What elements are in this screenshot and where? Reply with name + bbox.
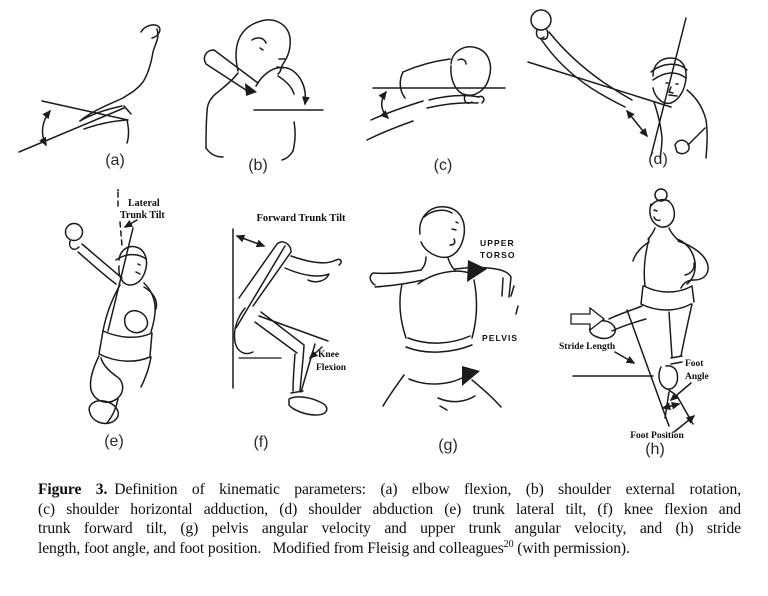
direction-block-arrow — [570, 306, 606, 332]
panel-tag-g: (g) — [438, 437, 458, 454]
shoulder-abduction-drawing — [527, 9, 708, 159]
panel-tag-a: (a) — [105, 152, 125, 169]
hair-bun — [654, 188, 668, 202]
lateral-trunk-tilt-label-line1: Lateral — [128, 198, 160, 209]
upper-torso-rotation-arrow — [417, 270, 473, 285]
caption-line-2: (c) shoulder horizontal adduction, (d) s… — [38, 500, 741, 518]
adduction-angle-arrow — [378, 90, 390, 120]
band-arrowhead — [245, 83, 257, 96]
pelvis-arrowhead — [462, 366, 480, 386]
caption-figure-label: Figure 3. — [38, 481, 108, 498]
foot-position-line — [676, 395, 694, 425]
panel-f-knee-flexion-forward-trunk-tilt: Forward Trunk Tilt Knee Flexion (f) — [232, 213, 347, 451]
cap — [650, 63, 688, 81]
panel-d-shoulder-abduction: (d) — [527, 9, 708, 168]
ball — [64, 222, 84, 242]
pelvis-rotation-arrow — [408, 375, 467, 385]
trunk — [238, 241, 292, 307]
trunk-tilt-arrow — [235, 234, 266, 248]
caption-line1-text: Definition of kinematic parameters: (a) … — [114, 481, 741, 498]
panel-h-stride: Stride Length Foot Angle Foot Position (… — [559, 188, 709, 458]
panel-tag-e: (e) — [104, 433, 124, 450]
shoulder-horizontal-adduction-drawing — [366, 46, 506, 141]
shoulder-external-rotation-drawing — [203, 19, 324, 161]
caption-line-1: Figure 3. Definition of kinematic paramet… — [38, 480, 741, 500]
rotation-arc-arrow — [255, 66, 310, 106]
foot-angle-arrow — [661, 401, 681, 411]
panel-b-shoulder-external-rotation: (b) — [203, 19, 324, 174]
shoe — [288, 390, 328, 416]
knee-flexion-arrow — [308, 346, 323, 359]
ball — [530, 9, 552, 31]
abduction-angle-arrow — [626, 109, 648, 138]
caption-line4-tail: (with permission). — [513, 539, 630, 557]
stride-drawing — [570, 188, 709, 433]
caption-line-4: length, foot angle, and foot position. M… — [38, 539, 741, 559]
forward-trunk-tilt-label: Forward Trunk Tilt — [256, 213, 346, 224]
panel-tag-b: (b) — [248, 157, 268, 174]
panel-tag-d: (d) — [648, 151, 668, 168]
trunk-lateral-tilt-drawing — [64, 189, 158, 425]
figure-caption: Figure 3. Definition of kinematic paramet… — [38, 480, 741, 558]
panel-g-angular-velocities: UPPER TORSO PELVIS (g) — [369, 206, 519, 454]
stride-length-pointer — [614, 351, 636, 364]
forward-trunk-tilt-drawing — [232, 228, 342, 416]
glove — [123, 310, 149, 334]
elbow-flexion-drawing — [18, 24, 161, 153]
panel-tag-h: (h) — [645, 441, 665, 458]
label-arrow — [123, 219, 138, 228]
knee-flexion-label-line1: Knee — [318, 350, 339, 360]
stride-length-label: Stride Length — [559, 342, 616, 352]
panel-tag-c: (c) — [434, 157, 453, 174]
trunk-axis-line — [650, 17, 687, 157]
caption-reference-superscript: 20 — [503, 538, 514, 550]
foot-position-label: Foot Position — [630, 431, 684, 441]
upper-torso-label-line2: TORSO — [480, 250, 516, 260]
upper-torso-arrowhead — [467, 260, 487, 282]
foot-axis-line — [664, 391, 670, 419]
caption-line4-text: length, foot angle, and foot position. M… — [38, 539, 504, 557]
angular-velocity-drawing — [369, 206, 519, 411]
foot-angle-label-line1: Foot — [685, 359, 704, 369]
upper-torso-label-line1: UPPER — [480, 238, 515, 248]
vertical-reference-line — [117, 191, 123, 247]
arm-axis-line — [527, 61, 672, 108]
shoe — [88, 400, 119, 425]
lead-foot-shoe — [588, 320, 616, 340]
panel-c-shoulder-horizontal-adduction: (c) — [366, 46, 506, 174]
trunk-tilt-line — [107, 227, 134, 332]
foot-angle-label-line2: Angle — [685, 372, 709, 382]
lateral-trunk-tilt-label-line2: Trunk Tilt — [120, 210, 165, 221]
glove — [674, 127, 706, 155]
elbow-angle-arrow — [39, 109, 51, 147]
forearm-band — [203, 49, 259, 93]
pelvis-label: PELVIS — [482, 333, 518, 343]
foot-angle-pointer — [669, 382, 692, 401]
caption-line-3: trunk forward tilt, (g) pelvis angular v… — [38, 520, 741, 538]
panel-e-trunk-lateral-tilt: Lateral Trunk Tilt (e) — [64, 189, 165, 450]
foot-position-pointer — [673, 415, 696, 433]
panel-a-elbow-flexion: (a) — [18, 24, 161, 169]
knee-flexion-label-line2: Flexion — [316, 363, 347, 373]
panel-tag-f: (f) — [253, 434, 268, 451]
forearm-axis-line — [41, 100, 129, 121]
thigh-axis-line — [258, 315, 329, 342]
upperarm-axis-line — [18, 107, 125, 153]
stance-foot-shoe — [658, 365, 679, 394]
